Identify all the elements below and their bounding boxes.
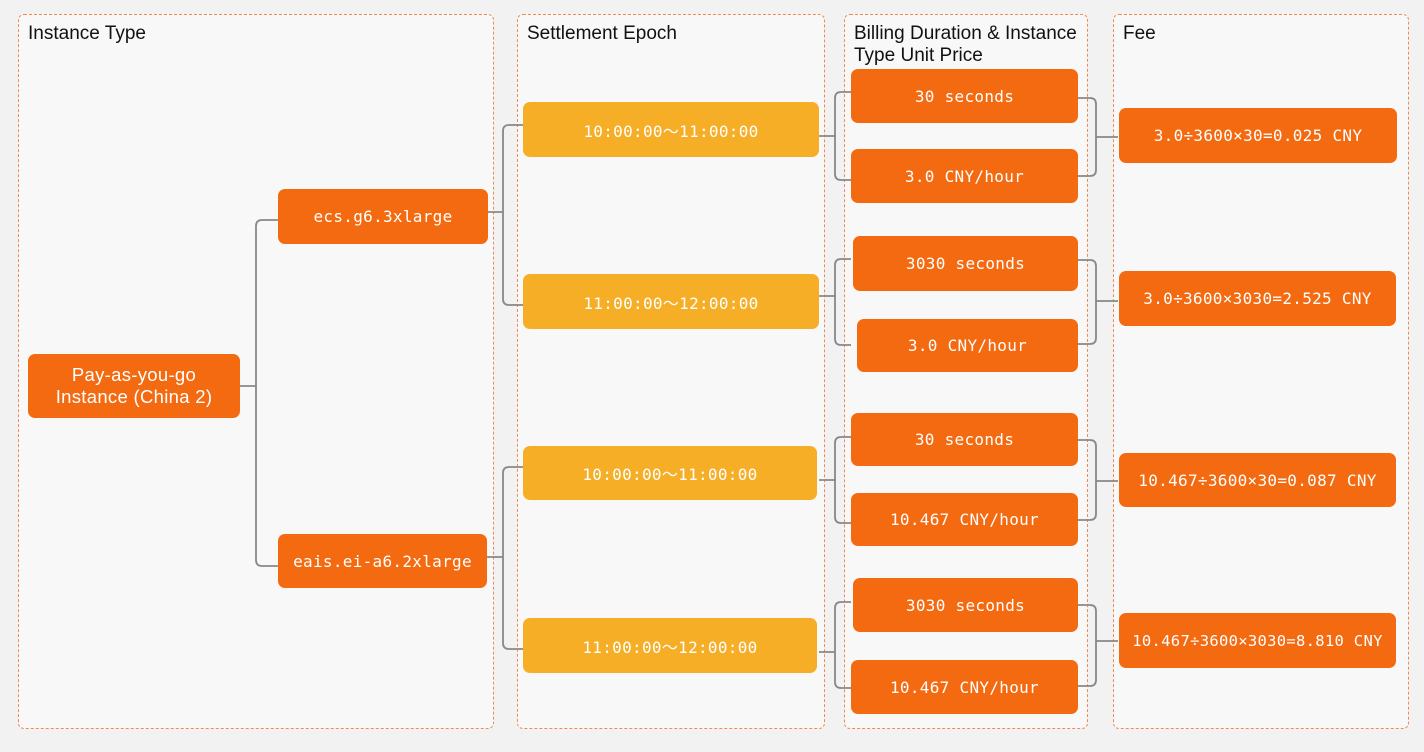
connector-root bbox=[240, 219, 278, 567]
duration-node-2: 3030 seconds bbox=[853, 236, 1078, 291]
instance-node-1: ecs.g6.3xlarge bbox=[278, 189, 488, 244]
price-node-3: 10.467 CNY/hour bbox=[851, 493, 1078, 546]
root-node: Pay-as-you-go Instance (China 2) bbox=[28, 354, 240, 418]
epoch-node-1: 10:00:00～11:00:00 bbox=[523, 102, 819, 157]
duration-node-1: 30 seconds bbox=[851, 69, 1078, 123]
fee-node-4: 10.467÷3600×3030=8.810 CNY bbox=[1119, 613, 1396, 668]
duration-node-3: 30 seconds bbox=[851, 413, 1078, 466]
price-node-4: 10.467 CNY/hour bbox=[851, 660, 1078, 714]
connector-fee-1 bbox=[1078, 97, 1118, 177]
price-node-1: 3.0 CNY/hour bbox=[851, 149, 1078, 203]
connector-fee-2 bbox=[1078, 259, 1118, 345]
epoch-node-2: 11:00:00～12:00:00 bbox=[523, 274, 819, 329]
connector-epoch-4 bbox=[819, 601, 851, 689]
fee-node-2: 3.0÷3600×3030=2.525 CNY bbox=[1119, 271, 1396, 326]
connector-instance-2 bbox=[487, 466, 523, 650]
fee-node-1: 3.0÷3600×30=0.025 CNY bbox=[1119, 108, 1397, 163]
column-title-fee: Fee bbox=[1123, 23, 1156, 44]
connector-fee-3 bbox=[1078, 439, 1118, 521]
epoch-node-3: 10:00:00～11:00:00 bbox=[523, 446, 817, 500]
column-title-billing: Billing Duration & Instance Type Unit Pr… bbox=[854, 23, 1077, 66]
instance-node-2: eais.ei-a6.2xlarge bbox=[278, 534, 487, 588]
price-node-2: 3.0 CNY/hour bbox=[857, 319, 1078, 372]
column-title-settlement-epoch: Settlement Epoch bbox=[527, 23, 677, 44]
epoch-node-4: 11:00:00～12:00:00 bbox=[523, 618, 817, 673]
connector-epoch-1 bbox=[819, 91, 851, 181]
connector-instance-1 bbox=[487, 124, 523, 306]
connector-epoch-3 bbox=[819, 436, 851, 524]
duration-node-4: 3030 seconds bbox=[853, 578, 1078, 632]
connector-fee-4 bbox=[1078, 604, 1118, 687]
column-title-instance-type: Instance Type bbox=[28, 23, 146, 44]
connector-epoch-2 bbox=[819, 258, 851, 346]
fee-node-3: 10.467÷3600×30=0.087 CNY bbox=[1119, 453, 1396, 507]
